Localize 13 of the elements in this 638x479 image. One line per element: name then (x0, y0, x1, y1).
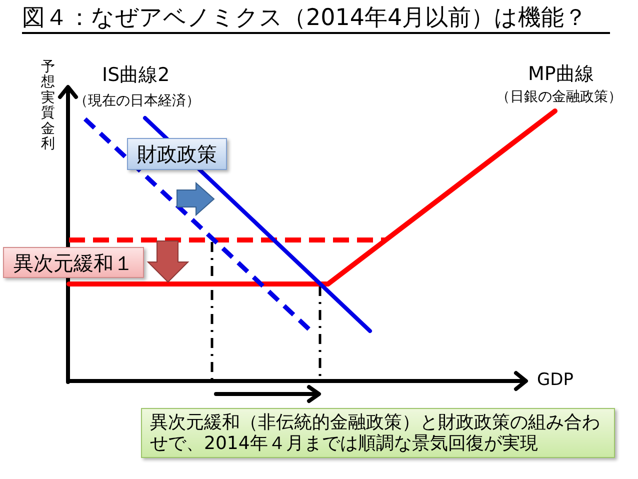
note-panel (141, 408, 615, 458)
axis-label: GDP (537, 372, 574, 389)
curve-label: IS曲線2 (102, 66, 170, 85)
curve-note: （日銀の金融政策） (496, 90, 622, 104)
note-text: 異次元緩和（非伝統的金融政策）と財政政策の組み合わせで、2014年４月までは順調な景気回復が実現 (150, 412, 601, 454)
curve-label: MP曲線 (528, 65, 594, 84)
policy-label: 異次元緩和１ (14, 252, 134, 272)
policy-panel (3, 247, 144, 278)
axis-label: 予想実質金利 (41, 60, 55, 152)
policy-panel (127, 138, 227, 170)
policy-label: 財政政策 (137, 144, 217, 164)
title: 図４：なぜアベノミクス（2014年4月以前）は機能？ (22, 5, 610, 34)
curve-note: （現在の日本経済） (74, 94, 200, 108)
